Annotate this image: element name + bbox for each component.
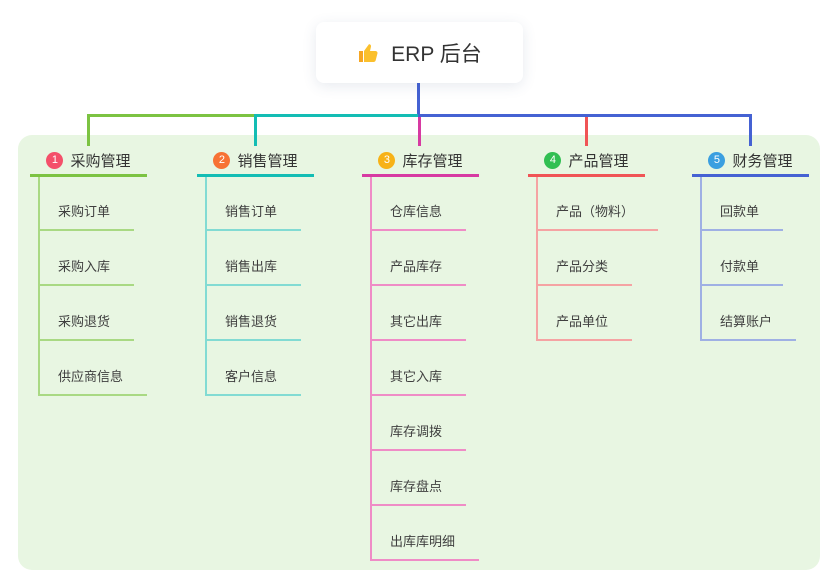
thumbs-up-icon xyxy=(357,41,381,65)
branch-5-rail-line xyxy=(700,177,702,340)
branch-3-inventory-header[interactable]: 3 库存管理 xyxy=(362,146,479,177)
child-node-other-outbound[interactable]: 其它出库 xyxy=(370,311,467,341)
child-node-sales-return[interactable]: 销售退货 xyxy=(205,311,302,341)
branch-1-label: 采购管理 xyxy=(70,152,131,170)
child-node-stock-detail[interactable]: 出库库明细 xyxy=(370,531,480,561)
child-node-product-unit[interactable]: 产品单位 xyxy=(536,311,633,341)
child-node-sales-outbound[interactable]: 销售出库 xyxy=(205,256,302,286)
connector-drop-inventory xyxy=(418,117,421,146)
child-node-purchase-inbound[interactable]: 采购入库 xyxy=(38,256,135,286)
child-node-payment-bill[interactable]: 付款单 xyxy=(700,256,784,286)
child-node-settlement-account[interactable]: 结算账户 xyxy=(700,311,797,341)
branch-5-badge: 5 xyxy=(708,151,726,169)
branch-3-label: 库存管理 xyxy=(402,152,463,170)
branch-4-label: 产品管理 xyxy=(568,152,629,170)
root-connector-line xyxy=(417,83,420,114)
child-node-receipt-bill[interactable]: 回款单 xyxy=(700,201,784,231)
branch-2-label: 销售管理 xyxy=(237,152,298,170)
child-node-stock-transfer[interactable]: 库存调拨 xyxy=(370,421,467,451)
child-node-sales-order[interactable]: 销售订单 xyxy=(205,201,302,231)
connector-segment-purchase xyxy=(87,114,254,117)
connector-segment-sales xyxy=(254,114,418,117)
child-node-product-stock[interactable]: 产品库存 xyxy=(370,256,467,286)
root-node[interactable]: ERP 后台 xyxy=(316,22,523,83)
child-node-product-material[interactable]: 产品（物料） xyxy=(536,201,659,231)
branch-5-label: 财务管理 xyxy=(732,152,793,170)
branch-1-badge: 1 xyxy=(46,151,64,169)
root-node-label: ERP 后台 xyxy=(391,42,482,66)
branch-3-rail-line xyxy=(370,177,372,560)
branch-5-finance-header[interactable]: 5 财务管理 xyxy=(692,146,809,177)
branches-background-panel xyxy=(18,135,820,570)
branch-4-product-header[interactable]: 4 产品管理 xyxy=(528,146,645,177)
connector-drop-product xyxy=(585,117,588,146)
branch-1-purchase-header[interactable]: 1 采购管理 xyxy=(30,146,147,177)
child-node-other-inbound[interactable]: 其它入库 xyxy=(370,366,467,396)
child-node-supplier-info[interactable]: 供应商信息 xyxy=(38,366,148,396)
branch-4-badge: 4 xyxy=(544,151,562,169)
connector-drop-finance xyxy=(749,117,752,146)
branch-2-sales-header[interactable]: 2 销售管理 xyxy=(197,146,314,177)
branch-2-rail-line xyxy=(205,177,207,395)
branch-4-rail-line xyxy=(536,177,538,340)
connector-drop-purchase xyxy=(87,117,90,146)
branch-2-badge: 2 xyxy=(213,151,231,169)
child-node-customer-info[interactable]: 客户信息 xyxy=(205,366,302,396)
child-node-purchase-return[interactable]: 采购退货 xyxy=(38,311,135,341)
child-node-product-category[interactable]: 产品分类 xyxy=(536,256,633,286)
branch-3-badge: 3 xyxy=(378,151,396,169)
child-node-warehouse-info[interactable]: 仓库信息 xyxy=(370,201,467,231)
connector-segment-right xyxy=(418,114,752,117)
child-node-stock-count[interactable]: 库存盘点 xyxy=(370,476,467,506)
connector-drop-sales xyxy=(254,117,257,146)
child-node-purchase-order[interactable]: 采购订单 xyxy=(38,201,135,231)
branch-1-rail-line xyxy=(38,177,40,395)
